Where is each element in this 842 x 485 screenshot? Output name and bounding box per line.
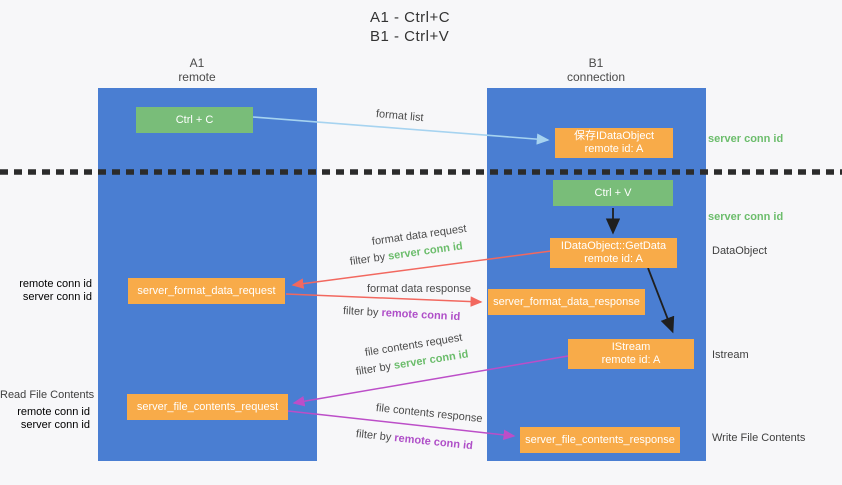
istream-side-label: Istream	[712, 349, 749, 361]
getdata-line2: remote id: A	[584, 253, 643, 265]
ctrl-v-label: Ctrl + V	[594, 186, 632, 199]
save-idataobject-line1: 保存IDataObject	[573, 130, 655, 142]
istream-box: IStream remote id: A	[568, 339, 694, 369]
format-response-label: server_format_data_response	[493, 295, 640, 308]
format-left-remote-conn-id: remote conn id	[19, 278, 92, 290]
server-conn-id-label-mid: server conn id	[708, 211, 784, 223]
title-line-2: B1 - Ctrl+V	[370, 28, 450, 45]
server-format-data-response-box: server_format_data_response	[488, 289, 645, 315]
column-a-header: A1 remote	[137, 56, 257, 84]
format-data-request-arrow	[291, 250, 552, 289]
diagram-title: A1 - Ctrl+C B1 - Ctrl+V	[370, 8, 450, 46]
column-b-id: B1	[588, 56, 604, 70]
column-b-role: connection	[566, 70, 626, 84]
file-left-ids: remote conn id server conn id	[0, 406, 90, 432]
server-format-data-request-box: server_format_data_request	[128, 278, 285, 304]
getdata-to-istream-arrow	[647, 267, 675, 334]
column-a-role: remote	[178, 70, 216, 84]
format-data-response-label: format data response	[367, 283, 471, 295]
server-file-contents-request-box: server_file_contents_request	[127, 394, 288, 420]
file-contents-request-arrow	[292, 355, 569, 407]
filter-prefix: filter by	[342, 305, 379, 319]
file-response-label: server_file_contents_response	[525, 433, 675, 446]
dataobject-label: DataObject	[712, 245, 768, 257]
server-conn-id-label-top: server conn id	[708, 133, 784, 145]
file-request-label: server_file_contents_request	[136, 400, 279, 413]
read-file-contents-label: Read File Contents	[0, 389, 95, 401]
save-idataobject-line2: remote id: A	[584, 143, 644, 155]
file-contents-response-arrow	[287, 410, 516, 441]
format-left-ids: remote conn id server conn id	[0, 278, 92, 304]
column-a-id: A1	[189, 56, 205, 70]
format-left-server-conn-id: server conn id	[22, 291, 92, 303]
format-request-label: server_format_data_request	[137, 284, 276, 297]
server-file-contents-response-box: server_file_contents_response	[520, 427, 680, 453]
idataobject-getdata-box: IDataObject::GetData remote id: A	[550, 238, 677, 268]
write-file-contents-label: Write File Contents	[712, 432, 806, 444]
file-left-server-conn-id: server conn id	[20, 419, 90, 431]
ctrl-c-label: Ctrl + C	[175, 113, 214, 126]
column-b-header: B1 connection	[536, 56, 656, 84]
istream-line2: remote id: A	[601, 354, 661, 366]
istream-line1: IStream	[611, 341, 651, 353]
getdata-line1: IDataObject::GetData	[560, 240, 667, 252]
file-left-remote-conn-id: remote conn id	[17, 406, 90, 418]
ctrl-c-box: Ctrl + C	[136, 107, 253, 133]
save-idataobject-box: 保存IDataObject remote id: A	[555, 128, 673, 158]
format-data-response-arrow	[285, 293, 483, 307]
ctrl-v-box: Ctrl + V	[553, 180, 673, 206]
format-list-arrow	[252, 116, 550, 145]
title-line-1: A1 - Ctrl+C	[370, 9, 451, 26]
